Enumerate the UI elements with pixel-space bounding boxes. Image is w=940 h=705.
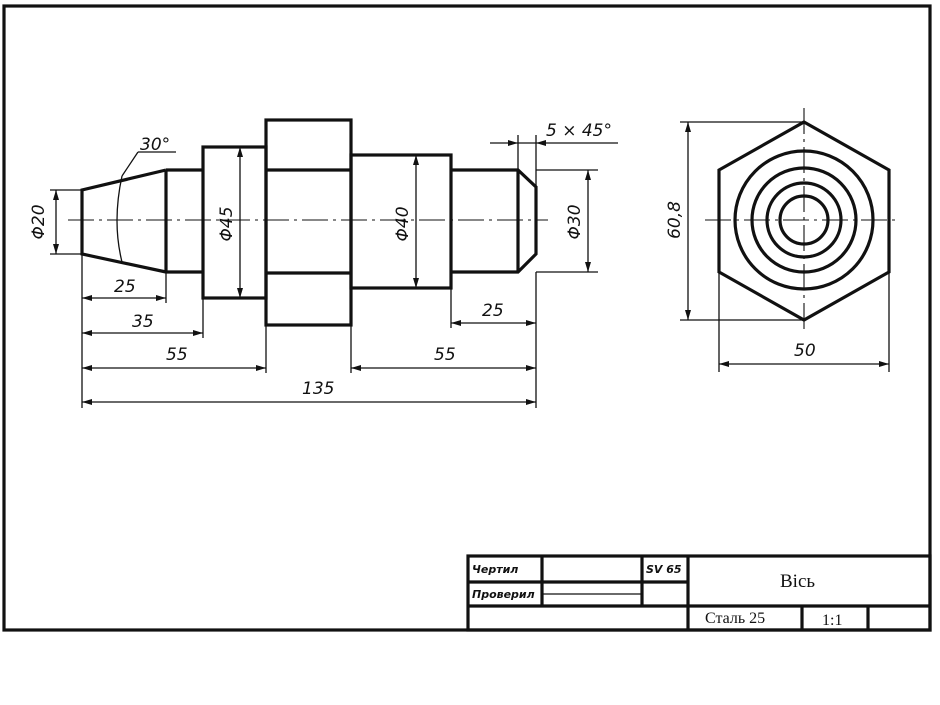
arrow-d20-bot — [53, 244, 59, 254]
dim-d40: Φ40 — [393, 206, 413, 241]
shaft-segment-d40 — [349, 153, 453, 290]
tb-drawn-label: Чертил — [472, 563, 518, 576]
dim-d45: Φ45 — [217, 206, 237, 241]
side-view: 60,8 50 — [665, 108, 900, 372]
angle-leader — [121, 151, 139, 177]
shaft-hex-section — [264, 118, 353, 327]
dim-55a: 55 — [166, 345, 188, 365]
shaft-taper-outline — [80, 168, 167, 274]
arrow-d30-top — [585, 170, 591, 180]
arrow-55b-r — [526, 365, 536, 371]
dim-135: 135 — [302, 379, 334, 399]
dim-35: 35 — [132, 312, 154, 332]
arrow-d20-top — [53, 190, 59, 200]
arrow-60-bot — [685, 310, 691, 320]
dim-25b: 25 — [482, 301, 504, 321]
dim-chamfer: 5 × 45° — [546, 121, 612, 141]
front-view: Φ20 30° Φ45 Φ40 Φ30 5 × 45° — [29, 118, 618, 408]
arrow-35-r — [193, 330, 203, 336]
arrow-25a-l — [82, 295, 92, 301]
dim-across-flats: 50 — [794, 341, 816, 361]
arrow-135-r — [526, 399, 536, 405]
shaft-end-d30 — [451, 168, 538, 274]
arrow-25a-r — [156, 295, 166, 301]
circle-d45 — [733, 149, 875, 291]
arrow-chamfer-b — [536, 140, 546, 146]
arrow-d40-bot — [413, 278, 419, 288]
circle-d40 — [750, 166, 858, 274]
dim-d20: Φ20 — [29, 204, 49, 239]
arrow-50-r — [879, 361, 889, 367]
arrow-d30-bot — [585, 262, 591, 272]
arrow-chamfer-a — [508, 140, 518, 146]
dim-across-corners: 60,8 — [665, 201, 685, 239]
dim-25a: 25 — [114, 277, 136, 297]
tb-sheet-code: SV 65 — [646, 563, 682, 576]
arrow-55a-r — [256, 365, 266, 371]
tb-checked-label: Проверил — [472, 588, 535, 601]
tb-part-name: Вісь — [780, 571, 815, 592]
arrow-25b-l — [451, 320, 461, 326]
arrow-25b-r — [526, 320, 536, 326]
tb-scale: 1:1 — [822, 612, 842, 629]
arrow-60-top — [685, 122, 691, 132]
arrow-35-l — [82, 330, 92, 336]
arrow-d40-top — [413, 155, 419, 165]
arrow-55a-l — [82, 365, 92, 371]
title-block: Чертил Проверил SV 65 Вісь Сталь 25 1:1 — [466, 554, 932, 632]
dim-angle: 30° — [140, 135, 170, 155]
title-block-frame — [466, 554, 932, 632]
tb-material: Сталь 25 — [705, 610, 765, 627]
arrow-135-l — [82, 399, 92, 405]
circle-d30 — [765, 181, 843, 259]
arrow-50-l — [719, 361, 729, 367]
arrow-55b-l — [351, 365, 361, 371]
arrow-d45-top — [237, 147, 243, 157]
angle-arc — [116, 175, 123, 263]
arrow-d45-bot — [237, 288, 243, 298]
dim-55b: 55 — [434, 345, 456, 365]
dim-d30: Φ30 — [565, 204, 585, 239]
circle-d20 — [778, 194, 830, 246]
